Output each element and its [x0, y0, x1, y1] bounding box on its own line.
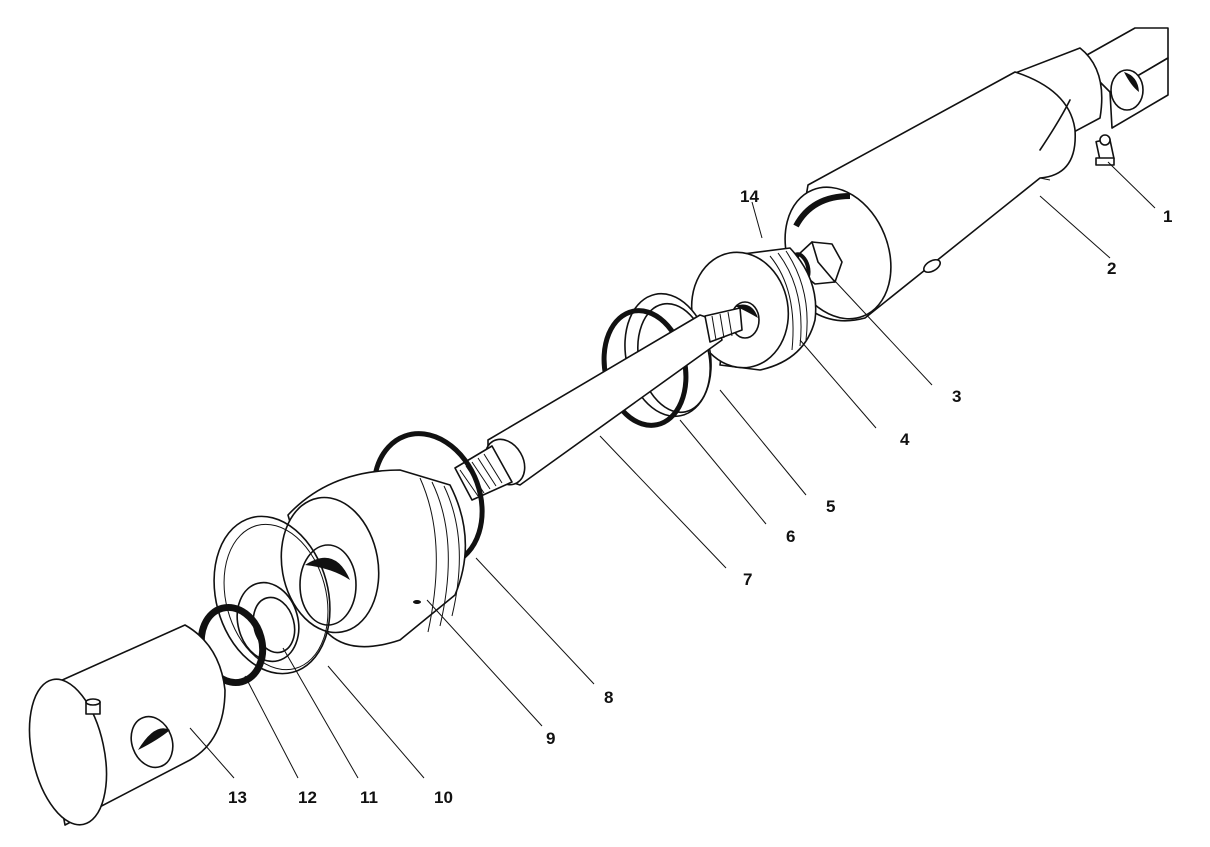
leader-12: [244, 675, 299, 779]
callout-14: 14: [740, 187, 759, 206]
part-7-piston-rod: [454, 307, 743, 501]
callout-2: 2: [1107, 259, 1116, 278]
callout-1: 1: [1163, 207, 1172, 226]
part-13-rod-end: [28, 624, 226, 826]
leader-14: [751, 201, 763, 239]
callout-4: 4: [900, 430, 910, 449]
callout-3: 3: [952, 387, 961, 406]
leader-5: [719, 389, 807, 496]
leader-1: [1107, 161, 1156, 209]
callout-7: 7: [743, 570, 752, 589]
leader-3: [833, 279, 933, 386]
leader-13: [189, 727, 235, 779]
callout-10: 10: [434, 788, 453, 807]
part-1-grease-fitting: [1095, 134, 1115, 166]
leader-9: [426, 599, 543, 727]
leader-11: [282, 647, 359, 779]
leader-lines: [189, 161, 1156, 779]
callout-labels: 1 2 3 4 5 6 7 8 9 10 11 12 13 14: [228, 187, 1172, 807]
leader-10: [327, 665, 425, 779]
leader-4: [799, 339, 877, 429]
callout-6: 6: [786, 527, 795, 546]
callout-13: 13: [228, 788, 247, 807]
leader-2: [1039, 195, 1111, 259]
part-9-gland: [280, 469, 467, 648]
leader-7: [599, 435, 727, 569]
callout-8: 8: [604, 688, 613, 707]
callout-12: 12: [298, 788, 317, 807]
callout-9: 9: [546, 729, 555, 748]
callout-11: 11: [360, 788, 378, 807]
part-2-cylinder-barrel: [784, 27, 1169, 322]
callout-5: 5: [826, 497, 835, 516]
leader-6: [679, 419, 767, 525]
leader-8: [475, 557, 595, 685]
